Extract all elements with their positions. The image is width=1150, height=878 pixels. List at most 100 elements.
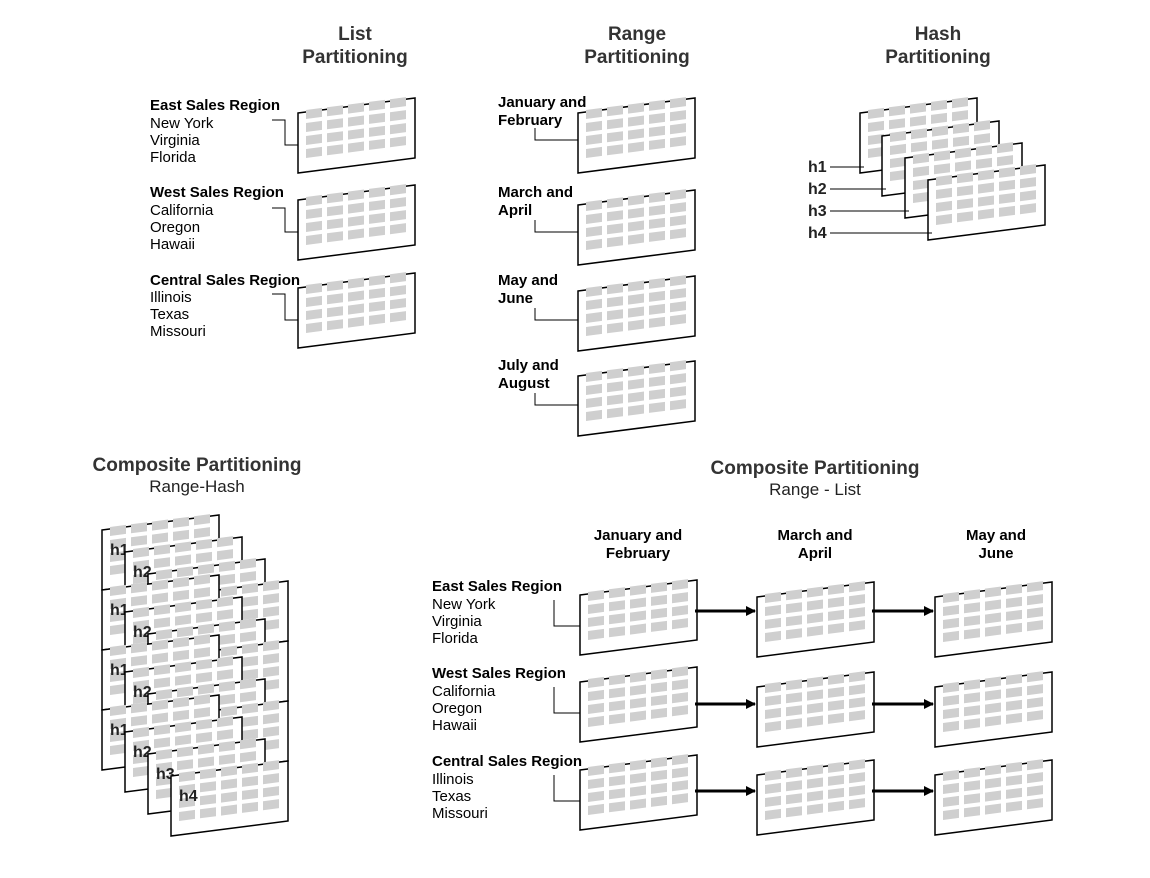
range-may-jun: May and June	[498, 272, 696, 352]
partition-table	[170, 760, 289, 837]
range-partitioning-title-line1: Range	[608, 24, 666, 45]
hash-label-h2: h2	[133, 684, 152, 701]
range-jan-feb: January and February	[498, 94, 696, 174]
region-state: Oregon	[432, 700, 482, 717]
region-name: West Sales Region	[150, 184, 284, 201]
region-name: Central Sales Region	[150, 272, 300, 289]
column-header: April	[798, 545, 832, 562]
leader-line	[534, 220, 583, 233]
composite-range-hash-section: Composite Partitioning Range-Hash h1 h2 …	[93, 455, 302, 837]
range-label: August	[498, 375, 550, 392]
hash-partitioning-title-line2: Partitioning	[885, 47, 991, 68]
range-list-region-east: East Sales Region New York Virginia Flor…	[432, 578, 1053, 658]
partition-table	[756, 581, 875, 658]
list-region-central: Central Sales Region Illinois Texas Miss…	[150, 272, 416, 349]
hash-label-h1: h1	[110, 722, 129, 739]
hash-label-h1: h1	[808, 159, 827, 176]
leader-line	[534, 393, 583, 406]
column-header: March and	[777, 527, 852, 544]
region-state: Texas	[150, 306, 189, 323]
hash-label-h4: h4	[808, 225, 827, 242]
column-header: May and	[966, 527, 1026, 544]
region-state: Illinois	[150, 289, 192, 306]
composite-range-list-subtitle: Range - List	[769, 480, 861, 499]
region-name: East Sales Region	[432, 578, 562, 595]
range-jul-aug: July and August	[498, 357, 696, 437]
hash-label-h3: h3	[808, 203, 827, 220]
region-state: Virginia	[432, 613, 482, 630]
hash-partition-4	[927, 164, 1046, 241]
composite-range-list-section: Composite Partitioning Range - List Janu…	[432, 458, 1053, 836]
leader-line	[553, 775, 586, 802]
list-partitioning-title-line1: List	[338, 24, 372, 45]
partition-table	[756, 671, 875, 748]
leader-line	[534, 308, 583, 321]
range-hash-row-4: h1 h2 h3 h4	[101, 694, 289, 837]
partition-table	[577, 275, 696, 352]
composite-range-hash-title: Composite Partitioning	[93, 455, 302, 476]
partition-table	[756, 759, 875, 836]
range-label: February	[498, 112, 563, 129]
region-state: Hawaii	[432, 717, 477, 734]
partition-table	[579, 754, 698, 831]
region-name: East Sales Region	[150, 97, 280, 114]
composite-range-list-title: Composite Partitioning	[711, 458, 920, 479]
range-list-region-west: West Sales Region California Oregon Hawa…	[432, 665, 1053, 748]
hash-label-h1: h1	[110, 662, 129, 679]
region-state: New York	[432, 596, 496, 613]
range-mar-apr: March and April	[498, 184, 696, 266]
range-partitioning-title-line2: Partitioning	[584, 47, 690, 68]
partition-table	[579, 666, 698, 743]
region-state: Missouri	[150, 323, 206, 340]
hash-label-h2: h2	[133, 744, 152, 761]
list-region-east: East Sales Region New York Virginia Flor…	[150, 97, 416, 174]
list-region-west: West Sales Region California Oregon Hawa…	[150, 184, 416, 261]
region-name: Central Sales Region	[432, 753, 582, 770]
leader-line	[534, 128, 583, 141]
partition-table	[934, 671, 1053, 748]
composite-range-hash-subtitle: Range-Hash	[149, 477, 244, 496]
partition-table	[577, 189, 696, 266]
partition-table	[297, 272, 416, 349]
region-state: Virginia	[150, 132, 200, 149]
region-state: California	[150, 202, 214, 219]
region-state: Hawaii	[150, 236, 195, 253]
leader-line	[272, 119, 305, 146]
region-state: Texas	[432, 788, 471, 805]
leader-line	[272, 207, 305, 233]
column-header: February	[606, 545, 671, 562]
hash-label-h3: h3	[156, 766, 175, 783]
hash-partitioning-section: Hash Partitioning h1 h2 h3 h4	[808, 24, 1046, 242]
partition-table	[577, 97, 696, 174]
region-state: Missouri	[432, 805, 488, 822]
region-name: West Sales Region	[432, 665, 566, 682]
partition-table	[297, 184, 416, 261]
region-state: Oregon	[150, 219, 200, 236]
region-state: Florida	[150, 149, 197, 166]
region-state: New York	[150, 115, 214, 132]
hash-label-h4: h4	[179, 788, 198, 805]
range-list-region-central: Central Sales Region Illinois Texas Miss…	[432, 753, 1053, 836]
column-header: January and	[594, 527, 682, 544]
range-partitioning-section: Range Partitioning January and February …	[498, 24, 696, 437]
region-state: Illinois	[432, 771, 474, 788]
range-label: May and	[498, 272, 558, 289]
list-partitioning-title-line2: Partitioning	[302, 47, 408, 68]
hash-label-h2: h2	[808, 181, 827, 198]
region-state: Florida	[432, 630, 479, 647]
hash-label-h1: h1	[110, 542, 129, 559]
hash-partitioning-title-line1: Hash	[915, 24, 961, 45]
hash-label-h2: h2	[133, 624, 152, 641]
range-label: July and	[498, 357, 559, 374]
partition-table	[297, 97, 416, 174]
partition-table	[577, 360, 696, 437]
range-label: March and	[498, 184, 573, 201]
leader-line	[272, 293, 305, 321]
partition-table	[934, 759, 1053, 836]
column-header: June	[978, 545, 1013, 562]
range-label: June	[498, 290, 533, 307]
range-label: January and	[498, 94, 586, 111]
hash-label-h1: h1	[110, 602, 129, 619]
range-label: April	[498, 202, 532, 219]
